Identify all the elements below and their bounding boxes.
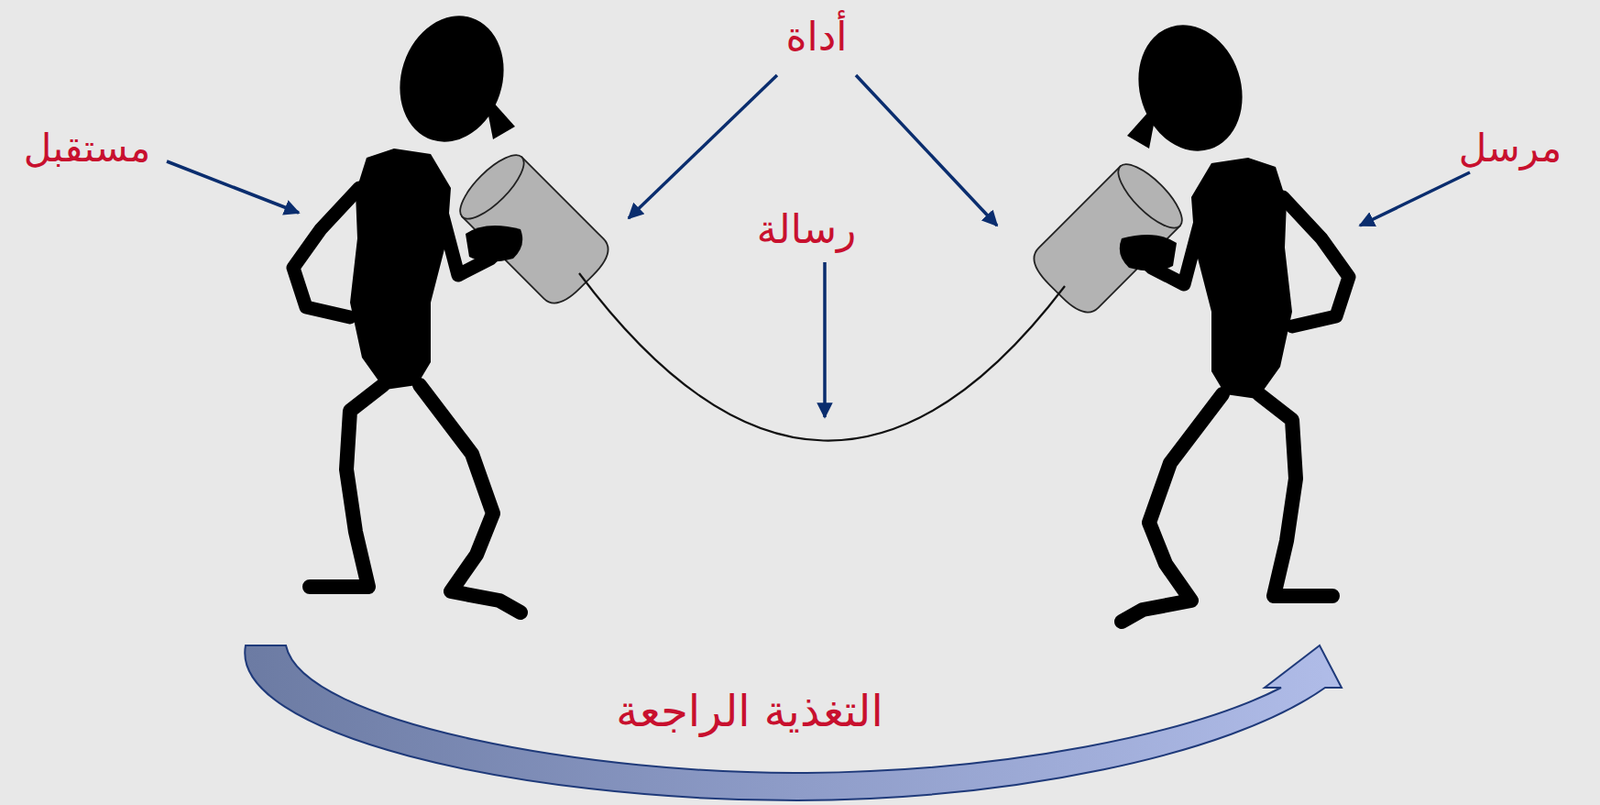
part-label: مرسل (1458, 125, 1563, 172)
leader-arrows (166, 75, 1470, 417)
part-label: أداة (785, 12, 847, 62)
part-label: التغذية الراجعة (615, 684, 884, 738)
part-label: رسالة (756, 205, 857, 254)
receiver-figure (293, 1, 617, 613)
sender-figure (1025, 10, 1349, 622)
string-line (579, 273, 1065, 441)
part-label: مستقبل (23, 125, 151, 172)
feedback-arrow (244, 645, 1342, 800)
